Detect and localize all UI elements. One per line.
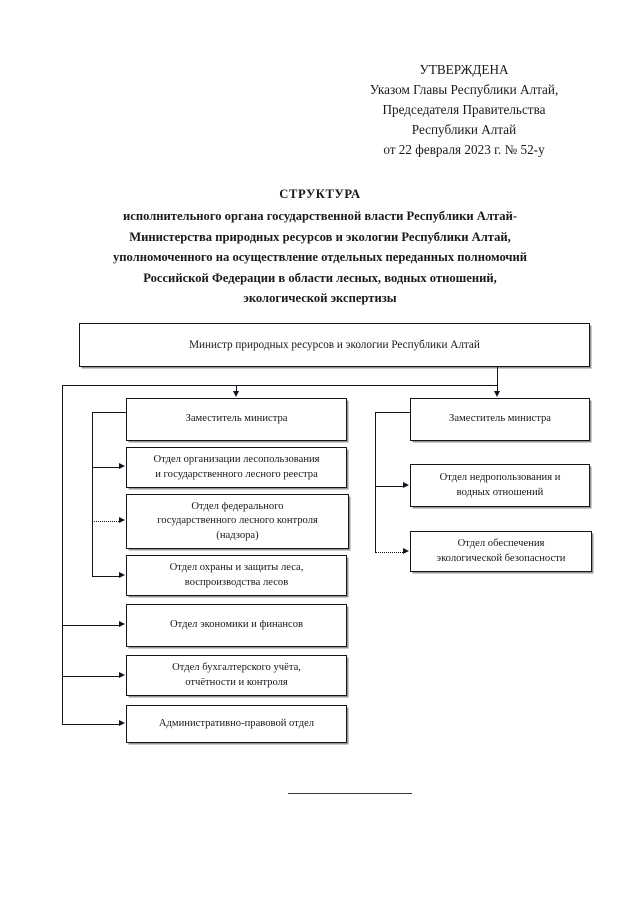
bottom-divider-rule (288, 793, 412, 795)
node-dept-forest-control-label: Отдел федерального государственного лесн… (157, 500, 318, 543)
node-dept-eco-safety-line2: экологической безопасности (436, 552, 566, 564)
arrow-right-eco-safety-icon (403, 548, 409, 555)
node-dept-forest-control-line1: Отдел федерального (191, 501, 284, 513)
node-deputy-minister-right: Заместитель министра (410, 398, 590, 441)
connector-branch-to-forest-protection (92, 576, 119, 578)
title-line-4: Российской Федерации в области лесных, в… (143, 270, 497, 285)
page-title: СТРУКТУРА (279, 187, 361, 201)
node-dept-forest-use-label: Отдел организации лесопользования и госу… (153, 453, 319, 481)
connector-trunk-to-economics (62, 625, 119, 627)
title-line-2: Министерства природных ресурсов и эколог… (129, 229, 511, 244)
arrow-down-deputy-right-icon (493, 391, 500, 397)
node-dept-legal: Административно-правовой отдел (126, 705, 347, 743)
approval-decree-number: от 22 февраля 2023 г. № 52-у (383, 142, 545, 158)
arrow-right-legal-icon (119, 720, 125, 727)
node-deputy-right-label: Заместитель министра (449, 413, 551, 425)
node-dept-forest-protection-line2: воспроизводства лесов (184, 576, 289, 588)
connector-to-deputy-right (497, 385, 499, 392)
connector-left-trunk (62, 385, 64, 725)
connector-branch-to-forest-control (92, 521, 119, 522)
node-dept-subsoil-line2: водных отношений (456, 486, 544, 498)
node-dept-economics-label: Отдел экономики и финансов (169, 619, 304, 631)
arrow-right-economics-icon (119, 621, 125, 628)
approval-line-4: Республики Алтай (411, 122, 517, 138)
node-dept-eco-safety-label: Отдел обеспечения экологической безопасн… (437, 537, 566, 565)
document-title-block: СТРУКТУРА исполнительного органа государ… (46, 184, 594, 308)
connector-trunk-to-legal (62, 724, 119, 726)
arrow-right-forest-use-icon (119, 463, 125, 470)
node-dept-forest-use-line1: Отдел организации лесопользования (153, 454, 320, 466)
connector-branch-to-forest-use (92, 467, 119, 469)
node-dept-accounting-line1: Отдел бухгалтерского учёта, (172, 662, 301, 674)
title-line-1: исполнительного органа государственной в… (122, 209, 518, 224)
node-dept-forest-protection-label: Отдел охраны и защиты леса, воспроизводс… (170, 561, 304, 589)
node-dept-forest-protection-line1: Отдел охраны и защиты леса, (169, 562, 304, 574)
connector-top-bus (62, 385, 498, 387)
approval-block: УТВЕРЖДЕНА Указом Главы Республики Алтай… (330, 60, 598, 160)
node-dept-forest-use-line2: и государственного лесного реестра (155, 468, 318, 480)
connector-trunk-to-accounting (62, 676, 119, 678)
node-dept-accounting-label: Отдел бухгалтерского учёта, отчётности и… (172, 661, 301, 689)
approval-line-3: Председателя Правительства (382, 102, 546, 118)
node-dept-subsoil-line1: Отдел недропользования и (439, 472, 561, 484)
node-dept-forest-use: Отдел организации лесопользования и госу… (126, 447, 347, 488)
connector-deputy-left-branch (92, 412, 94, 577)
node-dept-forest-control: Отдел федерального государственного лесн… (126, 494, 349, 549)
arrow-right-subsoil-icon (403, 482, 409, 489)
node-dept-eco-safety-line1: Отдел обеспечения (457, 538, 545, 550)
node-dept-legal-label: Административно-правовой отдел (158, 717, 315, 729)
approval-line-1: УТВЕРЖДЕНА (419, 62, 509, 77)
node-deputy-minister-left: Заместитель министра (126, 398, 347, 441)
node-dept-subsoil-label: Отдел недропользования и водных отношени… (440, 471, 561, 499)
node-dept-subsoil: Отдел недропользования и водных отношени… (410, 464, 590, 507)
connector-deputy-left-stub (92, 412, 127, 414)
node-dept-forest-protection: Отдел охраны и защиты леса, воспроизводс… (126, 555, 347, 596)
connector-branch-to-subsoil (375, 486, 403, 488)
node-dept-eco-safety: Отдел обеспечения экологической безопасн… (410, 531, 592, 572)
title-line-3: уполномоченного на осуществление отдельн… (112, 250, 528, 265)
connector-deputy-right-branch (375, 412, 377, 552)
arrow-right-forest-control-icon (119, 517, 125, 524)
node-dept-accounting-line2: отчётности и контроля (185, 676, 288, 688)
arrow-right-accounting-icon (119, 672, 125, 679)
approval-line-2: Указом Главы Республики Алтай, (369, 82, 559, 98)
node-deputy-left-label: Заместитель министра (185, 413, 288, 425)
node-dept-forest-control-line2: государственного лесного контроля (157, 515, 318, 527)
node-minister-label: Министр природных ресурсов и экологии Ре… (189, 338, 480, 351)
arrow-right-forest-protection-icon (119, 572, 125, 579)
title-line-5: экологической экспертизы (243, 290, 397, 305)
arrow-down-deputy-left-icon (232, 391, 239, 397)
connector-branch-to-eco-safety (375, 552, 403, 553)
node-dept-forest-control-line3: (надзора) (216, 529, 259, 541)
connector-minister-drop (497, 367, 499, 386)
node-dept-economics: Отдел экономики и финансов (126, 604, 347, 647)
node-minister: Министр природных ресурсов и экологии Ре… (79, 323, 590, 367)
node-dept-accounting: Отдел бухгалтерского учёта, отчётности и… (126, 655, 347, 696)
connector-to-deputy-left (236, 385, 238, 392)
connector-deputy-right-stub (375, 412, 411, 414)
